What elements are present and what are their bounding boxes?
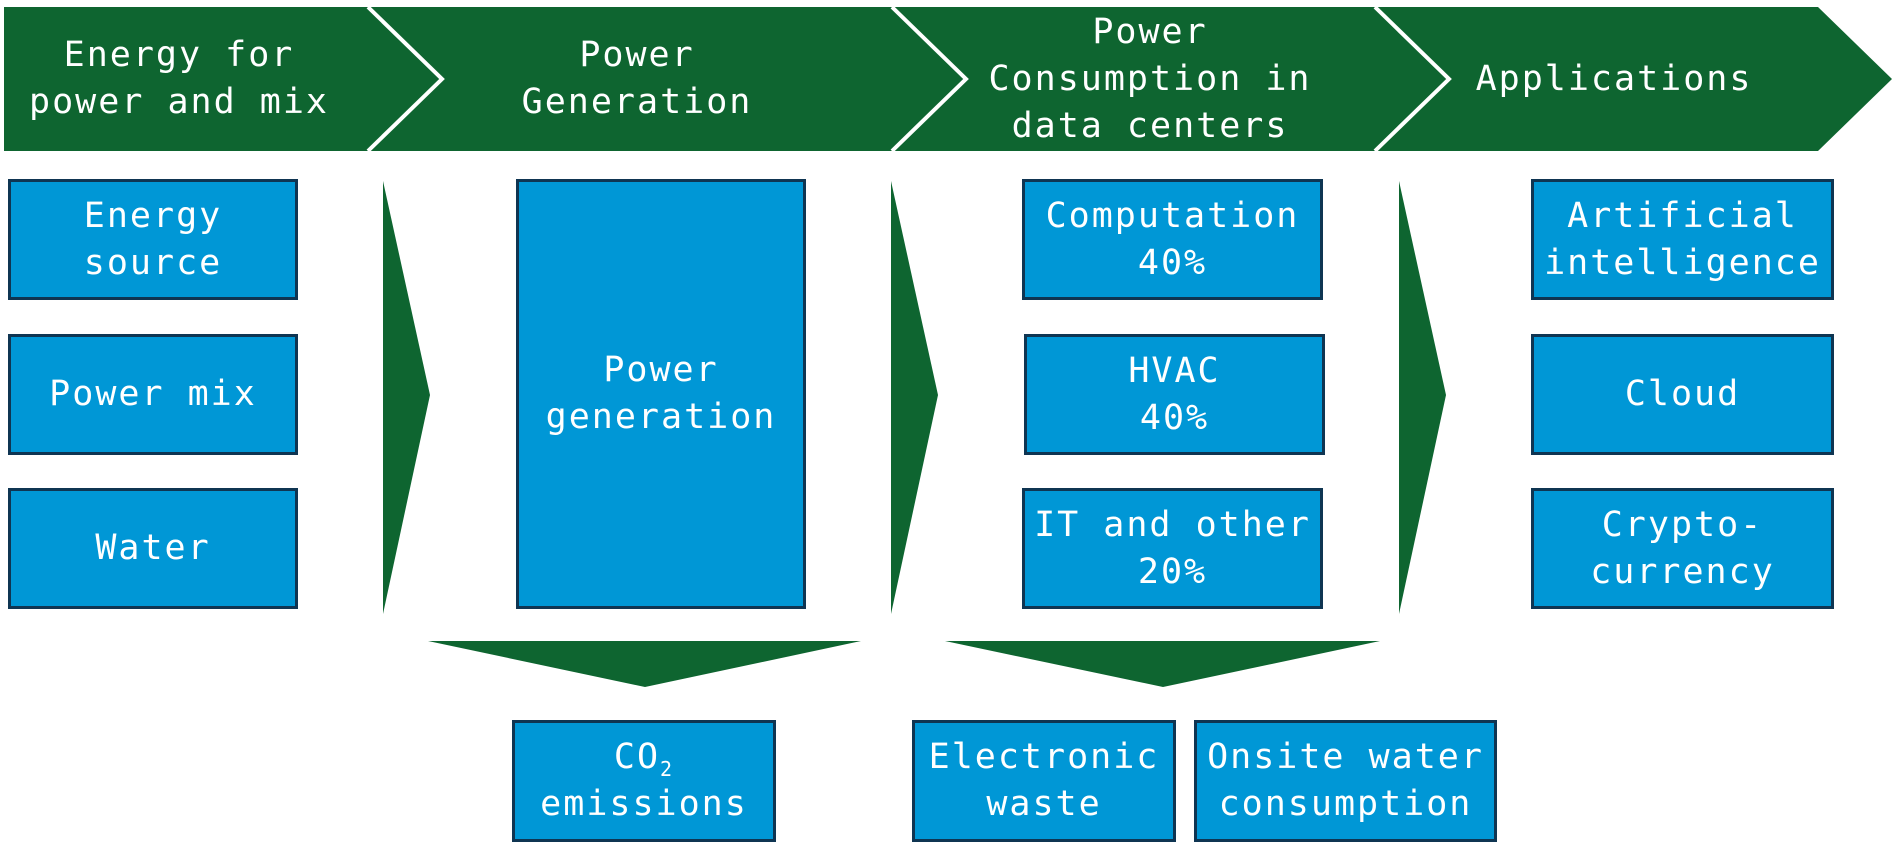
power-generation-line2: generation (545, 397, 777, 437)
box-onsite-water-consumption: Onsite water consumption (1194, 720, 1497, 842)
onsite-water-line1: Onsite water (1207, 737, 1484, 777)
chevron-divider-1 (366, 5, 445, 153)
stage-header-consumption-line2: Consumption in (988, 58, 1312, 99)
stage-header-consumption-line3: data centers (1011, 105, 1289, 146)
co2-line1: CO2 (614, 734, 674, 781)
computation-label: Computation (1045, 195, 1300, 236)
e-waste-line2: waste (986, 784, 1102, 824)
hvac-share: 40% (1139, 397, 1210, 438)
chevron-divider-3 (1373, 5, 1452, 153)
computation-share: 40% (1137, 242, 1208, 283)
box-artificial-intelligence: Artificial intelligence (1531, 179, 1834, 300)
stage-header-energy: Energy for power and mix (4, 7, 354, 151)
it-other-label: IT and other (1034, 504, 1311, 545)
header-chevron-consumption (892, 7, 1449, 151)
header-chevron-generation (368, 7, 966, 151)
hvac-label: HVAC (1128, 350, 1221, 391)
stage-header-applications-line1: Applications (1475, 58, 1753, 99)
stage-header-energy-line2: power and mix (29, 82, 329, 122)
stage-header-applications: Applications (1449, 7, 1779, 151)
ai-line2: intelligence (1544, 242, 1821, 283)
header-chevron-energy (4, 7, 442, 151)
stage-header-generation-line2: Generation (521, 82, 753, 122)
co2-main: CO (613, 737, 661, 777)
onsite-water-line2: consumption (1218, 784, 1473, 824)
flow-arrow-down-2 (945, 641, 1380, 687)
stage-header-generation-line1: Power (579, 35, 695, 75)
cloud-label: Cloud (1624, 374, 1741, 414)
power-mix-label: Power mix (49, 374, 257, 414)
header-chevron-applications (1375, 7, 1892, 151)
box-cryptocurrency: Crypto- currency (1531, 488, 1834, 609)
water-label: Water (95, 528, 211, 568)
box-electronic-waste: Electronic waste (912, 720, 1176, 842)
flow-arrow-down-1 (428, 641, 861, 687)
box-power-mix: Power mix (8, 334, 298, 455)
box-power-generation: Power generation (516, 179, 806, 609)
box-it-and-other: IT and other 20% (1022, 488, 1323, 609)
box-cloud: Cloud (1531, 334, 1834, 455)
flow-arrow-right-1 (383, 181, 430, 614)
ai-line1: Artificial (1567, 195, 1798, 236)
stage-header-energy-line1: Energy for (63, 35, 295, 75)
energy-source-line1: Energy (83, 195, 223, 236)
box-energy-source: Energy source (8, 179, 298, 300)
e-waste-line1: Electronic (928, 737, 1160, 777)
chevron-divider-2 (890, 5, 969, 153)
box-hvac: HVAC 40% (1024, 334, 1325, 455)
it-other-share: 20% (1137, 551, 1208, 592)
box-computation: Computation 40% (1022, 179, 1323, 300)
box-co2-emissions: CO2 emissions (512, 720, 776, 842)
crypto-line1: Crypto- (1601, 504, 1764, 545)
stage-header-consumption-line1: Power (1092, 11, 1208, 52)
power-generation-line1: Power (603, 350, 719, 390)
crypto-line2: currency (1590, 551, 1775, 592)
co2-subscript: 2 (660, 757, 675, 781)
stage-header-consumption: Power Consumption in data centers (940, 7, 1360, 151)
stage-header-generation: Power Generation (442, 7, 832, 151)
co2-line2: emissions (540, 784, 748, 824)
flow-arrow-right-2 (891, 181, 938, 614)
energy-source-line2: source (83, 242, 223, 283)
box-water: Water (8, 488, 298, 609)
flow-arrow-right-3 (1399, 181, 1446, 614)
